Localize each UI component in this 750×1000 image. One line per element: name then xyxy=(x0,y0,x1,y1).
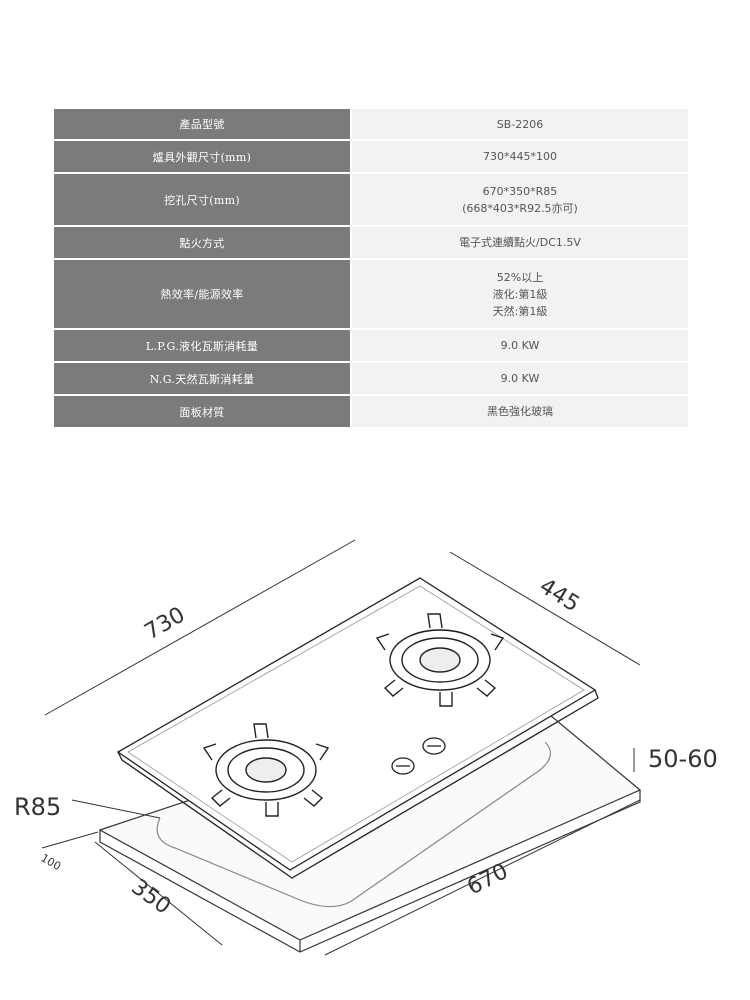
spec-value-line: 液化:第1級 xyxy=(492,287,548,301)
spec-row: 爐具外觀尺寸(mm) 730*445*100 xyxy=(54,140,688,174)
burner-left xyxy=(202,723,330,817)
spec-label: 產品型號 xyxy=(54,109,352,141)
spec-value-line: 9.0 KW xyxy=(500,372,540,385)
spec-row: L.P.G.液化瓦斯消耗量 9.0 KW xyxy=(54,329,688,363)
dim-radius-label: R85 xyxy=(14,793,61,821)
spec-row: N.G.天然瓦斯消耗量 9.0 KW xyxy=(54,362,688,396)
spec-value-line: (668*403*R92.5亦可) xyxy=(462,201,578,215)
spec-value-line: 730*445*100 xyxy=(483,150,557,163)
spec-value-line: 電子式連續點火/DC1.5V xyxy=(459,236,581,249)
dim-height-label: 50-60 xyxy=(648,745,718,773)
burner-right xyxy=(375,613,505,707)
spec-row: 面板材質 黑色強化玻璃 xyxy=(54,395,688,429)
spec-value: 670*350*R85 (668*403*R92.5亦可) xyxy=(351,173,688,227)
spec-value: 9.0 KW xyxy=(351,329,688,363)
spec-label: 點火方式 xyxy=(54,226,352,260)
spec-table-body: 產品型號 SB-2206 爐具外觀尺寸(mm) 730*445*100 挖孔尺寸(mm)… xyxy=(54,109,688,429)
spec-label: 挖孔尺寸(mm) xyxy=(54,173,352,227)
spec-value-line: 9.0 KW xyxy=(500,339,540,352)
cooktop-dimension-diagram: 730 445 50-60 R85 670 350 100 xyxy=(14,539,718,956)
spec-row: 挖孔尺寸(mm) 670*350*R85 (668*403*R92.5亦可) xyxy=(54,173,688,227)
spec-value: 電子式連續點火/DC1.5V xyxy=(351,226,688,260)
cooktop-panel xyxy=(116,577,599,879)
spec-row: 點火方式 電子式連續點火/DC1.5V xyxy=(54,226,688,260)
dimension-lines xyxy=(41,539,641,956)
spec-value: 黑色強化玻璃 xyxy=(351,395,688,429)
control-knobs xyxy=(391,737,446,775)
spec-value: 730*445*100 xyxy=(351,140,688,174)
dim-offset-label: 100 xyxy=(39,851,64,873)
spec-label: 熱效率/能源效率 xyxy=(54,259,352,330)
spec-label: 面板材質 xyxy=(54,395,352,429)
dim-depth-label: 445 xyxy=(535,574,584,617)
dim-cutout-depth-label: 350 xyxy=(126,875,175,920)
spec-value-line: 52%以上 xyxy=(496,270,544,284)
spec-value-line: 黑色強化玻璃 xyxy=(487,405,553,418)
spec-label: 爐具外觀尺寸(mm) xyxy=(54,140,352,174)
spec-table: 產品型號 SB-2206 爐具外觀尺寸(mm) 730*445*100 挖孔尺寸(mm)… xyxy=(54,109,688,429)
dim-length-label: 730 xyxy=(141,603,190,646)
spec-value: SB-2206 xyxy=(351,109,688,141)
spec-value: 9.0 KW xyxy=(351,362,688,396)
spec-label: N.G.天然瓦斯消耗量 xyxy=(54,362,352,396)
spec-value-line: 670*350*R85 xyxy=(482,184,558,198)
spec-row: 產品型號 SB-2206 xyxy=(54,109,688,141)
spec-label: L.P.G.液化瓦斯消耗量 xyxy=(54,329,352,363)
spec-value-line: 天然:第1級 xyxy=(492,304,548,318)
spec-value: 52%以上液化:第1級天然:第1級 xyxy=(351,259,688,330)
spec-value-line: SB-2206 xyxy=(496,117,544,131)
